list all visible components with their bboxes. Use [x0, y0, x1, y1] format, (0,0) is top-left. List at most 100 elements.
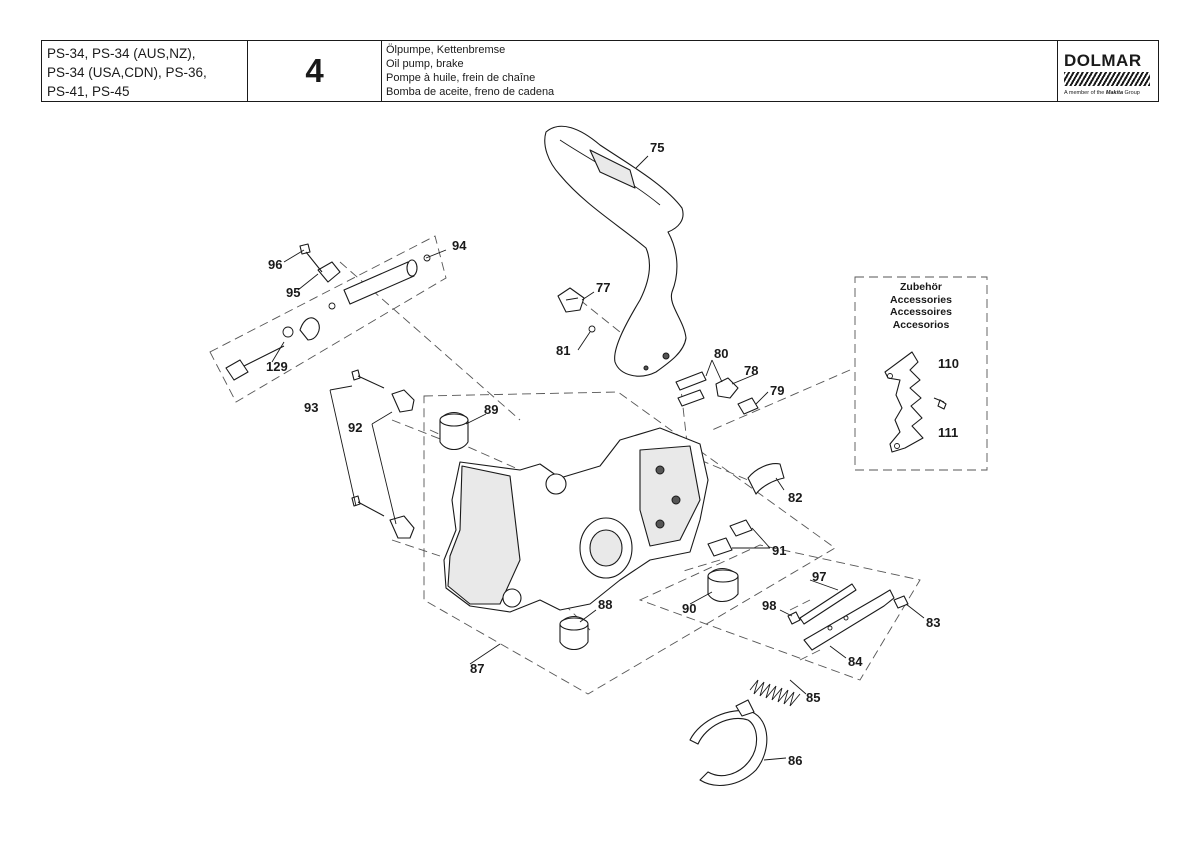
brake-band-86	[689, 710, 768, 786]
part-label-81: 81	[556, 343, 570, 358]
accessories-heading-en: Accessories	[890, 294, 952, 306]
accessories-box	[854, 276, 988, 471]
page-number: 4	[248, 41, 382, 101]
guard-pivot-hole	[662, 352, 670, 360]
brand-logo: DOLMAR A member of the Makita Group	[1058, 41, 1158, 101]
spring-seal	[299, 317, 320, 341]
group-outline-87	[423, 391, 836, 695]
lever-hole	[843, 615, 849, 621]
logo-stripes-icon	[1064, 72, 1150, 86]
brake-spring-85	[749, 679, 801, 707]
screw-93-upper	[351, 369, 385, 389]
pin-80-lower	[677, 389, 705, 407]
bushing-ridge	[565, 297, 579, 301]
screw-96	[299, 243, 323, 273]
buffer-top	[707, 569, 739, 583]
pump-pin	[423, 254, 431, 262]
boss	[545, 473, 567, 495]
chain-brake-hand-guard-75	[544, 125, 687, 377]
part-label-80: 80	[714, 346, 728, 361]
part-label-90: 90	[682, 601, 696, 616]
brake-mechanism-area	[639, 445, 701, 547]
screw-111	[933, 397, 947, 410]
brake-pivot	[671, 495, 681, 505]
cover-plate-82	[747, 463, 785, 495]
brake-lever-84	[803, 589, 895, 651]
title-es: Bomba de aceite, freno de cadena	[386, 86, 555, 98]
spike-hole	[887, 373, 893, 379]
tagline-suffix: Group	[1124, 90, 1140, 96]
brake-pivot	[655, 465, 665, 475]
model-line: PS-34, PS-34 (AUS,NZ),	[47, 46, 196, 61]
brake-band-end	[735, 699, 755, 717]
accessories-heading-fr: Accessoires	[890, 306, 952, 318]
washer	[282, 326, 294, 338]
brake-pivot	[655, 519, 665, 529]
title-fr: Pompe à huile, frein de chaîne	[386, 72, 536, 84]
sleeve-92-lower	[389, 515, 415, 539]
part-label-82: 82	[788, 490, 802, 505]
accessories-heading-de: Zubehör	[900, 281, 942, 293]
part-label-79: 79	[770, 383, 784, 398]
lever-hole	[827, 625, 833, 631]
accessories-heading-es: Accesorios	[893, 319, 950, 331]
bracket-95	[317, 261, 341, 283]
part-label-111: 111	[938, 425, 958, 440]
stud-91-lower	[707, 537, 733, 557]
part-label-89: 89	[484, 402, 498, 417]
title-en: Oil pump, brake	[386, 58, 464, 70]
spike-hole	[894, 443, 900, 449]
brand-name: DOLMAR	[1064, 51, 1142, 70]
oil-pump-shaft-94	[343, 261, 415, 305]
brand-tagline: A member of the Makita Group	[1064, 90, 1140, 96]
group-outline-97-84	[638, 544, 921, 681]
crankcase-side-panel	[447, 465, 521, 605]
part-label-93: 93	[304, 400, 318, 415]
threaded-rod-97	[799, 583, 857, 625]
pin-80-upper	[675, 371, 707, 391]
circlip-81	[588, 325, 596, 333]
assembly-axis-line	[339, 261, 851, 661]
part-label-87: 87	[470, 661, 484, 676]
part-label-84: 84	[848, 654, 863, 669]
part-label-88: 88	[598, 597, 612, 612]
part-label-92: 92	[348, 420, 362, 435]
adjusting-screw-129	[225, 345, 285, 381]
part-label-77: 77	[596, 280, 610, 295]
part-label-86: 86	[788, 753, 802, 768]
bumper-spike-110	[884, 351, 924, 453]
screw-79	[737, 397, 759, 415]
part-label-78: 78	[744, 363, 758, 378]
part-label-97: 97	[812, 569, 826, 584]
bushing-77	[557, 287, 585, 313]
model-line: PS-41, PS-45	[47, 84, 130, 99]
guard-pivot-hole	[643, 365, 649, 371]
leader-91	[732, 527, 771, 549]
o-ring	[328, 302, 336, 310]
part-label-98: 98	[762, 598, 776, 613]
group-outline-94	[209, 235, 447, 403]
part-label-96: 96	[268, 257, 282, 272]
tagline-prefix: A member of the	[1064, 90, 1105, 96]
part-label-129: 129	[266, 359, 288, 374]
guard-window	[589, 149, 636, 189]
part-label-83: 83	[926, 615, 940, 630]
tagline-brand: Makita	[1105, 90, 1124, 96]
model-line: PS-34 (USA,CDN), PS-36,	[47, 65, 207, 80]
part-label-94: 94	[452, 238, 467, 253]
part-label-75: 75	[650, 140, 664, 155]
title-de: Ölpumpe, Kettenbremse	[386, 44, 506, 56]
pump-shaft-end	[406, 259, 418, 277]
title-block: PS-34, PS-34 (AUS,NZ), PS-34 (USA,CDN), …	[41, 40, 1159, 102]
part-label-85: 85	[806, 690, 820, 705]
assembly-titles: Ölpumpe, Kettenbremse Oil pump, brake Po…	[382, 41, 1058, 101]
nut-98	[787, 611, 801, 625]
sleeve-92-upper	[391, 389, 415, 413]
model-list: PS-34, PS-34 (AUS,NZ), PS-34 (USA,CDN), …	[42, 41, 248, 101]
buffer-top	[559, 617, 589, 631]
pin-83	[893, 595, 909, 609]
leader-lines	[271, 155, 925, 761]
boss	[502, 588, 522, 608]
stud-91-upper	[729, 519, 753, 537]
